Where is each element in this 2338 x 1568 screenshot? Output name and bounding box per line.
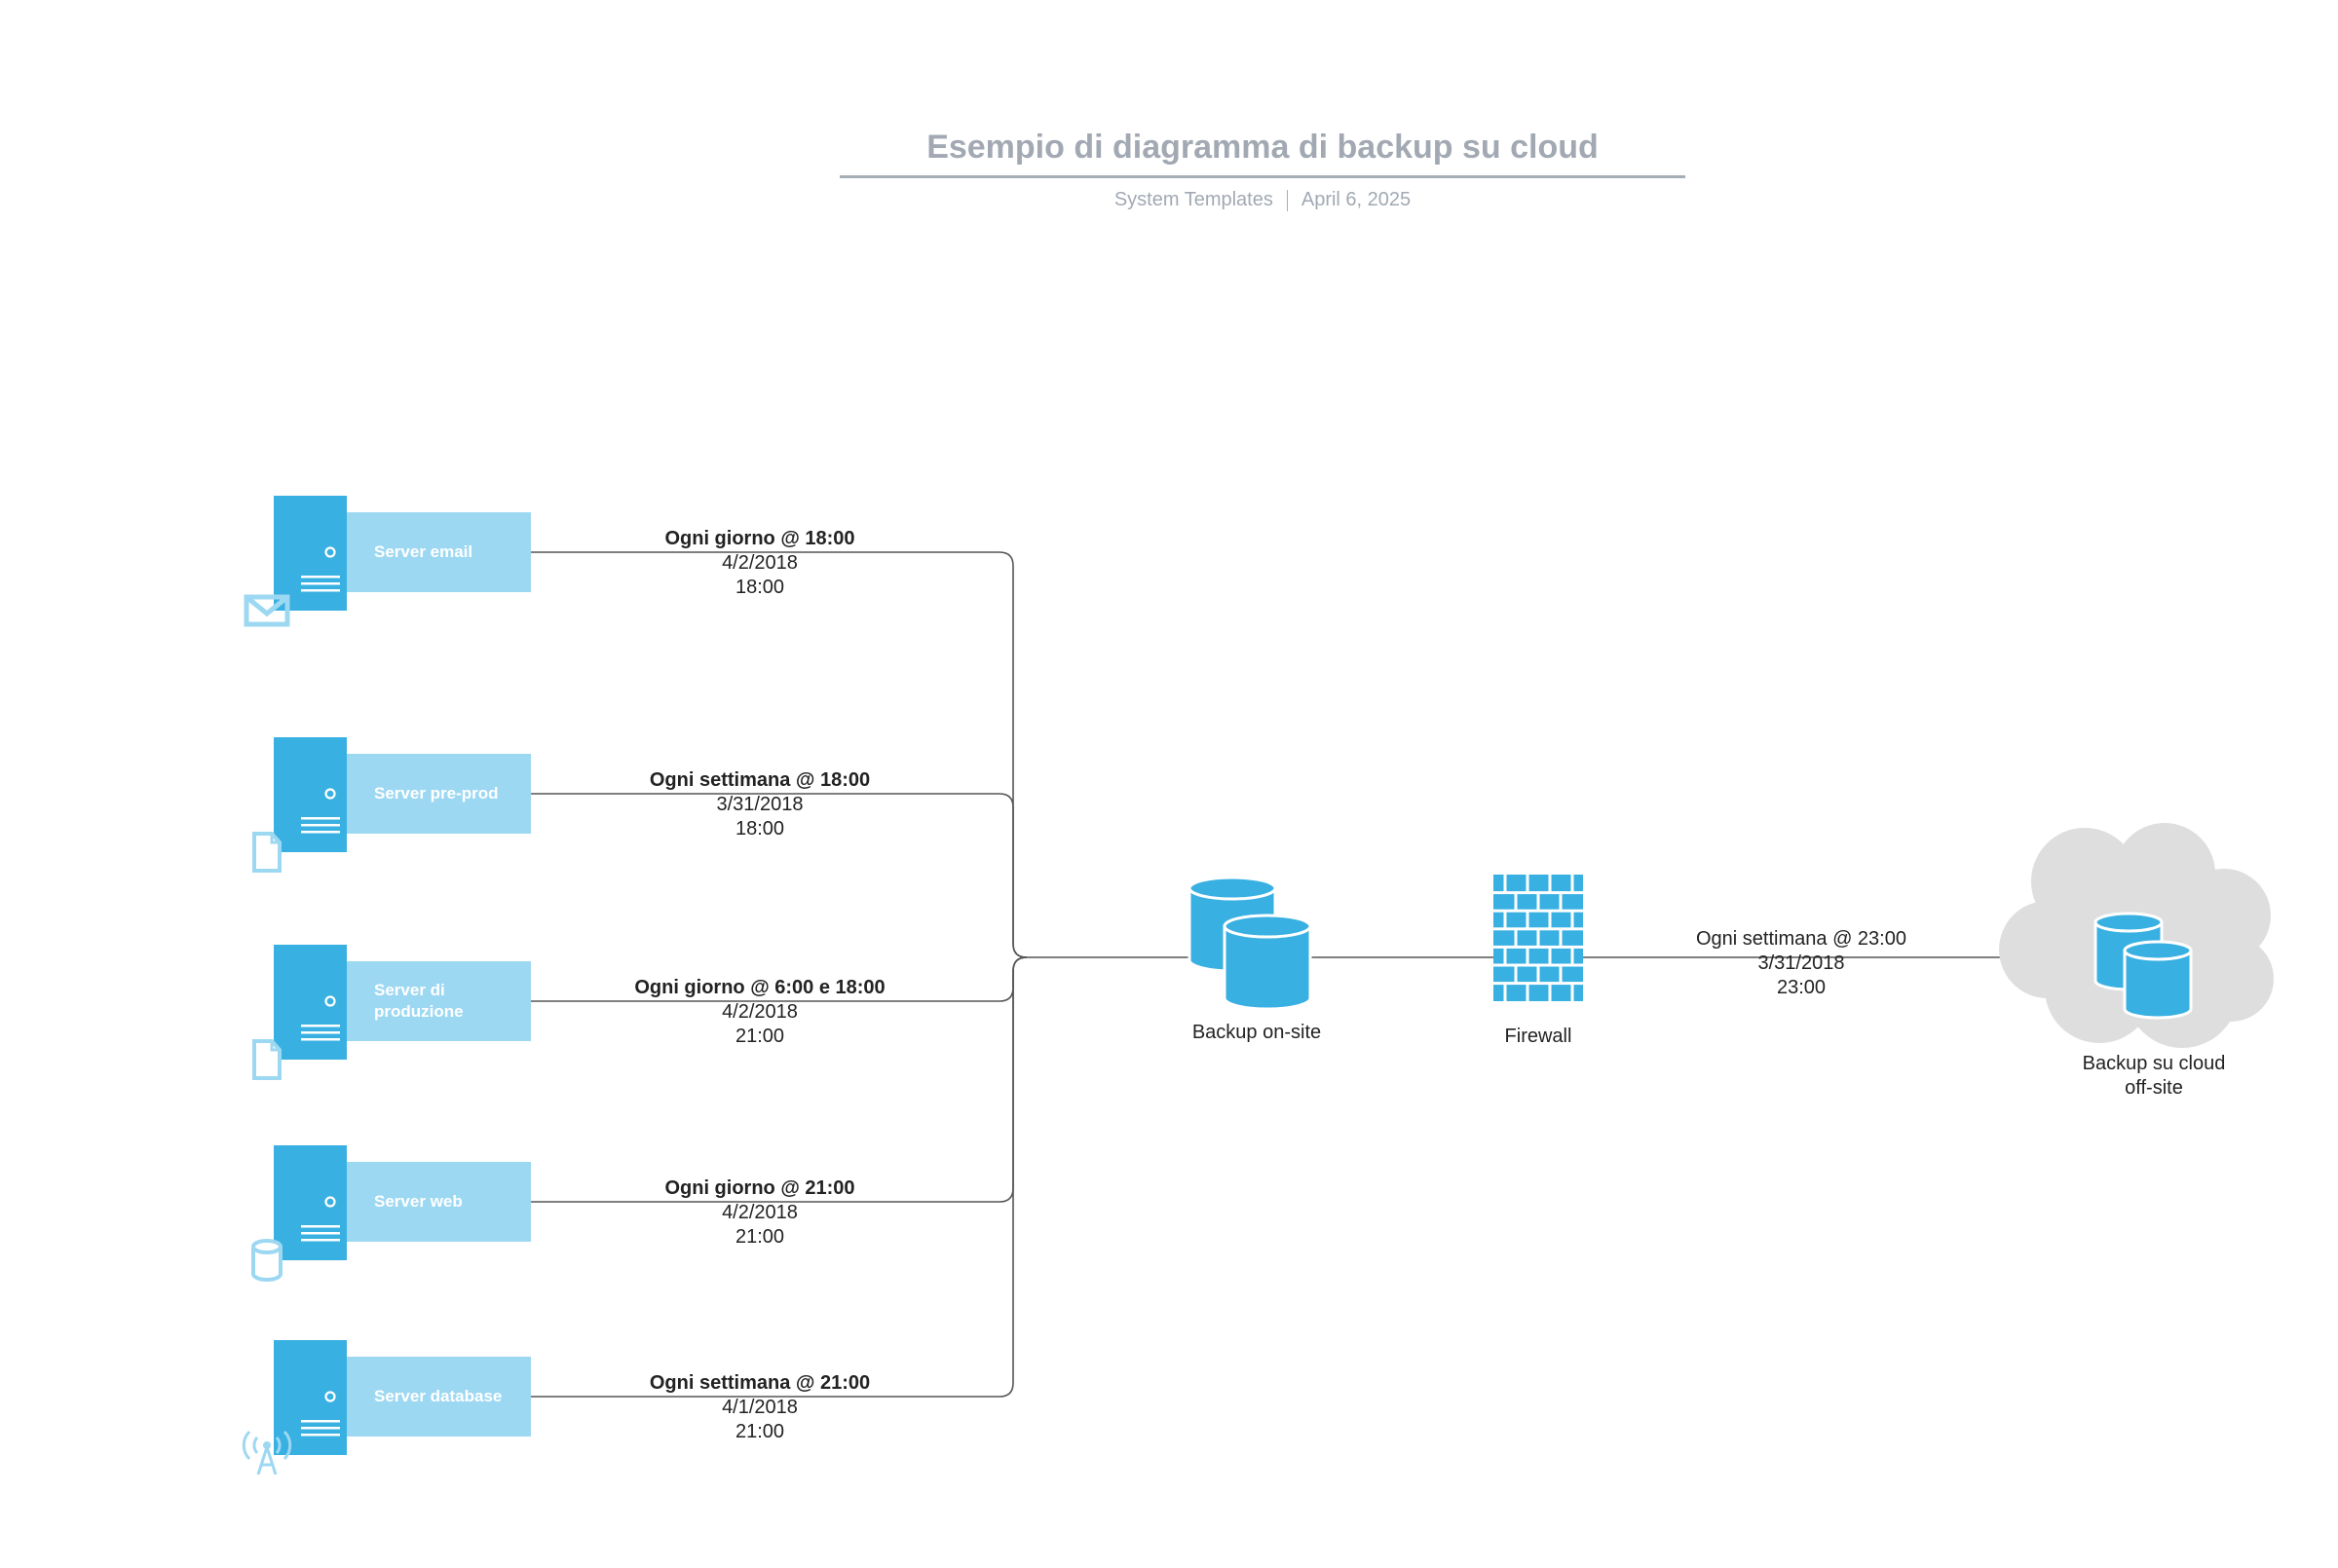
server-label: Server di produzione: [374, 981, 464, 1021]
last-backup-time: 21:00: [735, 1421, 785, 1442]
firewall-brick-icon: [1493, 875, 1583, 1002]
firewall-label: Firewall: [1504, 1026, 1572, 1047]
database-cylinder-icon: [251, 1239, 283, 1282]
cloud-label-line: Backup su cloud: [2082, 1053, 2226, 1074]
last-backup-date: 4/1/2018: [722, 1397, 798, 1418]
firewall-node[interactable]: [1493, 875, 1583, 1002]
document-icon: [252, 832, 282, 873]
broadcast-tower-icon: [242, 1430, 292, 1475]
last-backup-date: 3/31/2018: [716, 794, 804, 815]
schedule-text: Ogni giorno @ 6:00 e 18:00: [634, 977, 886, 998]
backup-schedule-label: Ogni giorno @ 6:00 e 18:00 4/2/2018 21:00: [633, 976, 886, 1049]
document-icon: [252, 1039, 282, 1080]
last-backup-time: 18:00: [735, 818, 785, 840]
servers: [242, 496, 531, 1475]
server-label-panel: [336, 512, 531, 592]
server-label-panel: [336, 754, 531, 834]
backup-schedule-label: Ogni settimana @ 21:00 4/1/2018 21:00: [633, 1371, 886, 1444]
database-front-icon: [1223, 914, 1312, 1011]
envelope-icon: [244, 594, 290, 627]
backup-link: [531, 793, 1028, 958]
backup-link: [531, 956, 1028, 1398]
author-label: System Templates: [1113, 189, 1273, 210]
last-backup-time: 23:00: [1776, 977, 1827, 998]
server-tower-icon: [274, 737, 347, 852]
page-meta: System Templates April 6, 2025: [840, 189, 1685, 211]
cloud-backup-node[interactable]: [1999, 823, 2274, 1048]
last-backup-time: 21:00: [735, 1026, 785, 1047]
server-node[interactable]: [252, 737, 531, 873]
server-label-panel: [336, 1162, 531, 1242]
schedule-text: Ogni giorno @ 18:00: [664, 528, 855, 549]
server-tower-icon: [274, 945, 347, 1060]
server-label: Server email: [374, 542, 473, 561]
title-underline: [840, 175, 1685, 178]
schedule-text: Ogni settimana @ 18:00: [649, 769, 871, 791]
server-label: Server web: [374, 1192, 463, 1211]
schedule-text: Ogni settimana @ 23:00: [1696, 928, 1906, 950]
date-label: April 6, 2025: [1301, 189, 1412, 210]
server-label: Server database: [374, 1387, 503, 1405]
onsite-backup-node[interactable]: [1188, 876, 1312, 1011]
server-label-panel: [336, 961, 531, 1041]
connectors: [531, 551, 2026, 1398]
schedule-text: Ogni settimana @ 21:00: [649, 1372, 871, 1394]
server-node[interactable]: [251, 1145, 531, 1282]
server-node[interactable]: [252, 945, 531, 1080]
last-backup-date: 4/2/2018: [722, 1202, 798, 1223]
last-backup-date: 4/2/2018: [722, 1001, 798, 1023]
last-backup-date: 4/2/2018: [722, 552, 798, 574]
server-tower-icon: [274, 496, 347, 611]
backup-schedule-label: Ogni giorno @ 21:00 4/2/2018 21:00: [633, 1176, 886, 1250]
backup-schedule-label: Ogni settimana @ 18:00 3/31/2018 18:00: [633, 768, 886, 841]
backup-schedule-label: Ogni giorno @ 18:00 4/2/2018 18:00: [633, 527, 886, 600]
server-label-panel: [336, 1357, 531, 1437]
page-title: Esempio di diagramma di backup su cloud: [926, 129, 1599, 166]
backup-link: [531, 551, 1028, 958]
server-node[interactable]: [244, 496, 531, 627]
last-backup-time: 18:00: [735, 577, 785, 598]
meta-separator: [1286, 189, 1288, 211]
database-front-icon: [2123, 940, 2193, 1020]
last-backup-time: 21:00: [735, 1226, 785, 1248]
server-tower-icon: [274, 1145, 347, 1260]
onsite-label: Backup on-site: [1191, 1022, 1322, 1043]
cloud-label-line: off-site: [2125, 1077, 2183, 1099]
cloud-label: Backup su cloud off-site: [2037, 1052, 2271, 1101]
server-label: Server pre-prod: [374, 784, 499, 803]
server-tower-icon: [274, 1340, 347, 1455]
last-backup-date: 3/31/2018: [1757, 952, 1845, 974]
schedule-text: Ogni giorno @ 21:00: [664, 1177, 855, 1199]
server-node[interactable]: [242, 1340, 531, 1475]
